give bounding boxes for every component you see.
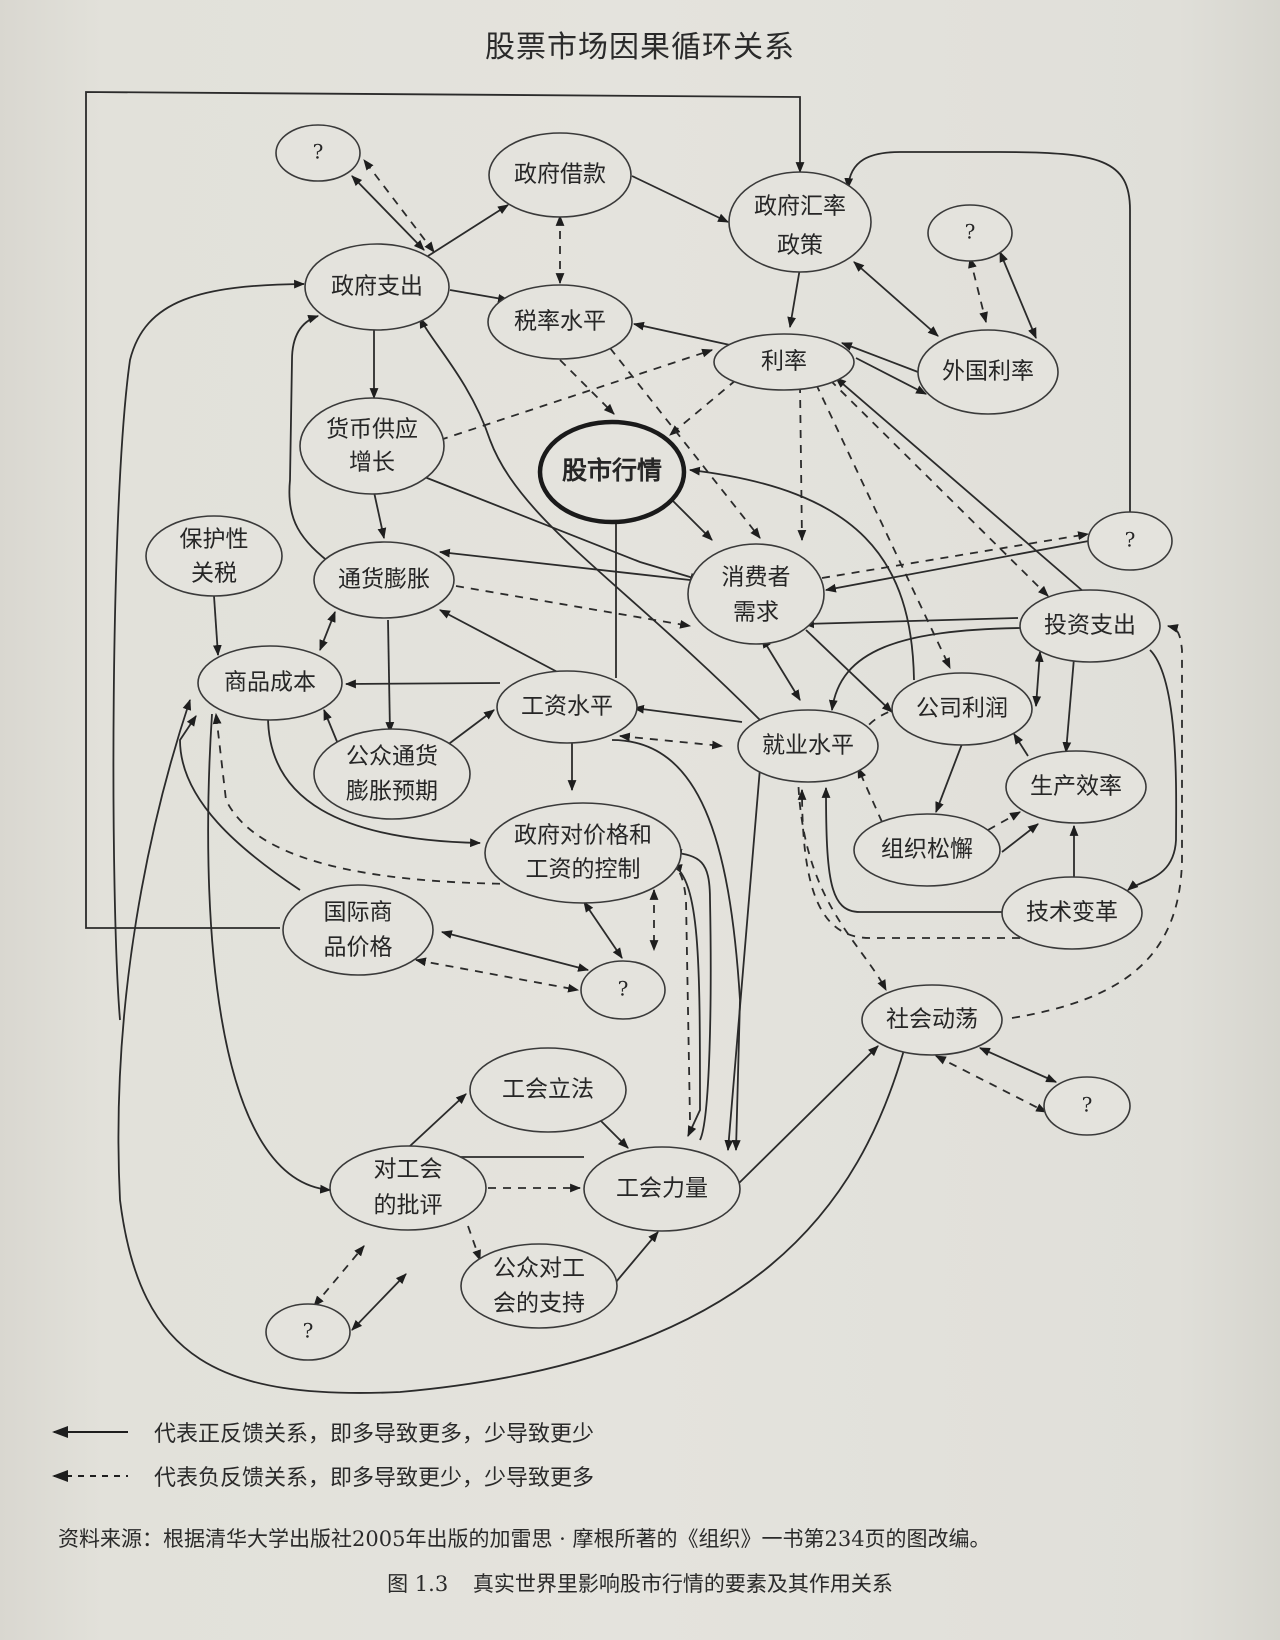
- svg-text:技术变革: 技术变革: [1026, 900, 1118, 926]
- node-employment-level: 就业水平: [737, 709, 879, 783]
- node-unknown-mid: ?: [580, 960, 666, 1020]
- node-technological-change: 技术变革: [1001, 876, 1143, 950]
- source-note: 资料来源：根据清华大学出版社2005年出版的加雷思 · 摩根所著的《组织》一书第…: [58, 1527, 991, 1551]
- svg-text:会的支持: 会的支持: [493, 1291, 585, 1317]
- node-government-borrowing: 政府借款: [488, 132, 632, 218]
- node-stock-market: 股市行情: [537, 419, 687, 525]
- node-goods-cost: 商品成本: [197, 645, 343, 721]
- node-organizational-slack: 组织松懈: [853, 813, 1001, 887]
- svg-text:的批评: 的批评: [374, 1193, 443, 1219]
- node-unknown-right: ?: [1087, 511, 1173, 571]
- svg-text:增长: 增长: [349, 450, 395, 476]
- node-price-wage-control: 政府对价格和 工资的控制: [484, 802, 682, 904]
- node-exchange-rate-policy: 政府汇率 政策: [728, 171, 872, 273]
- node-unknown-bottom: ?: [265, 1303, 351, 1361]
- svg-text:?: ?: [1125, 528, 1136, 552]
- svg-text:社会动荡: 社会动荡: [886, 1007, 978, 1033]
- svg-text:工会立法: 工会立法: [502, 1077, 594, 1103]
- node-public-inflation-expectation: 公众通货 膨胀预期: [313, 728, 471, 820]
- svg-text:?: ?: [618, 977, 629, 1001]
- node-money-supply-growth: 货币供应 增长: [299, 397, 445, 495]
- svg-text:公众通货: 公众通货: [346, 744, 438, 770]
- node-unknown-right-low: ?: [1043, 1076, 1131, 1136]
- svg-text:政府支出: 政府支出: [331, 274, 423, 300]
- figure-caption: 图 1.3 真实世界里影响股市行情的要素及其作用关系: [0, 1568, 1280, 1598]
- svg-text:?: ?: [1082, 1093, 1093, 1117]
- legend-positive: 代表正反馈关系，即多导致更多，少导致更少: [52, 1416, 594, 1448]
- node-interest-rate: 利率: [713, 333, 855, 391]
- node-social-unrest: 社会动荡: [861, 984, 1003, 1056]
- svg-text:生产效率: 生产效率: [1030, 774, 1122, 800]
- svg-text:?: ?: [303, 1319, 314, 1343]
- svg-text:政府汇率: 政府汇率: [754, 194, 846, 220]
- legend-negative-label: 代表负反馈关系，即多导致更少，少导致更多: [154, 1466, 595, 1491]
- svg-text:组织松懈: 组织松懈: [881, 837, 973, 863]
- svg-text:外国利率: 外国利率: [942, 359, 1034, 385]
- node-union-legislation: 工会立法: [469, 1047, 627, 1133]
- svg-text:膨胀预期: 膨胀预期: [346, 779, 438, 805]
- svg-text:工资的控制: 工资的控制: [526, 857, 641, 883]
- solid-arrow-icon: [52, 1426, 128, 1438]
- figure-number: 图 1.3: [387, 1572, 449, 1596]
- node-union-power: 工会力量: [583, 1146, 741, 1232]
- svg-text:税率水平: 税率水平: [514, 309, 606, 335]
- svg-text:利率: 利率: [761, 349, 807, 375]
- svg-text:对工会: 对工会: [374, 1157, 443, 1183]
- svg-text:货币供应: 货币供应: [326, 417, 418, 443]
- node-inflation: 通货膨胀: [313, 541, 455, 619]
- node-government-spending: 政府支出: [304, 243, 450, 331]
- svg-text:公司利润: 公司利润: [916, 696, 1008, 722]
- svg-text:消费者: 消费者: [722, 565, 791, 591]
- node-public-union-support: 公众对工 会的支持: [460, 1243, 618, 1329]
- svg-text:投资支出: 投资支出: [1044, 613, 1136, 639]
- diagram-title: 股票市场因果循环关系: [485, 30, 795, 65]
- node-investment-spending: 投资支出: [1019, 589, 1161, 663]
- node-protective-tariff: 保护性 关税: [145, 515, 283, 597]
- svg-text:通货膨胀: 通货膨胀: [338, 567, 430, 593]
- legend-positive-label: 代表正反馈关系，即多导致更多，少导致更少: [154, 1422, 595, 1447]
- svg-text:保护性: 保护性: [180, 527, 249, 553]
- node-corporate-profit: 公司利润: [891, 672, 1033, 746]
- node-wage-level: 工资水平: [496, 670, 638, 744]
- svg-text:政策: 政策: [777, 233, 823, 259]
- svg-text:?: ?: [965, 220, 976, 244]
- svg-text:关税: 关税: [191, 561, 237, 587]
- svg-text:品价格: 品价格: [324, 935, 393, 961]
- node-unknown-top-left: ?: [275, 124, 361, 182]
- svg-text:需求: 需求: [733, 600, 779, 626]
- svg-text:?: ?: [313, 140, 324, 164]
- node-unknown-top-right: ?: [927, 204, 1013, 262]
- svg-text:工资水平: 工资水平: [521, 694, 613, 720]
- node-international-commodity-price: 国际商 品价格: [282, 884, 434, 976]
- svg-text:股市行情: 股市行情: [562, 456, 662, 485]
- node-consumer-demand: 消费者 需求: [687, 543, 825, 645]
- legend-negative: 代表负反馈关系，即多导致更少，少导致更多: [52, 1460, 594, 1492]
- figure-caption-text: 真实世界里影响股市行情的要素及其作用关系: [472, 1572, 893, 1596]
- svg-text:工会力量: 工会力量: [616, 1176, 708, 1202]
- node-foreign-interest-rate: 外国利率: [917, 329, 1059, 415]
- node-tax-rate: 税率水平: [487, 284, 633, 360]
- node-productivity: 生产效率: [1005, 750, 1147, 824]
- svg-text:国际商: 国际商: [324, 900, 393, 926]
- dashed-arrow-icon: [52, 1470, 128, 1482]
- svg-text:政府对价格和: 政府对价格和: [514, 823, 652, 849]
- svg-text:政府借款: 政府借款: [514, 162, 606, 188]
- svg-text:就业水平: 就业水平: [762, 733, 854, 759]
- svg-text:公众对工: 公众对工: [493, 1256, 585, 1282]
- node-union-criticism: 对工会 的批评: [329, 1145, 487, 1231]
- svg-text:商品成本: 商品成本: [224, 670, 316, 696]
